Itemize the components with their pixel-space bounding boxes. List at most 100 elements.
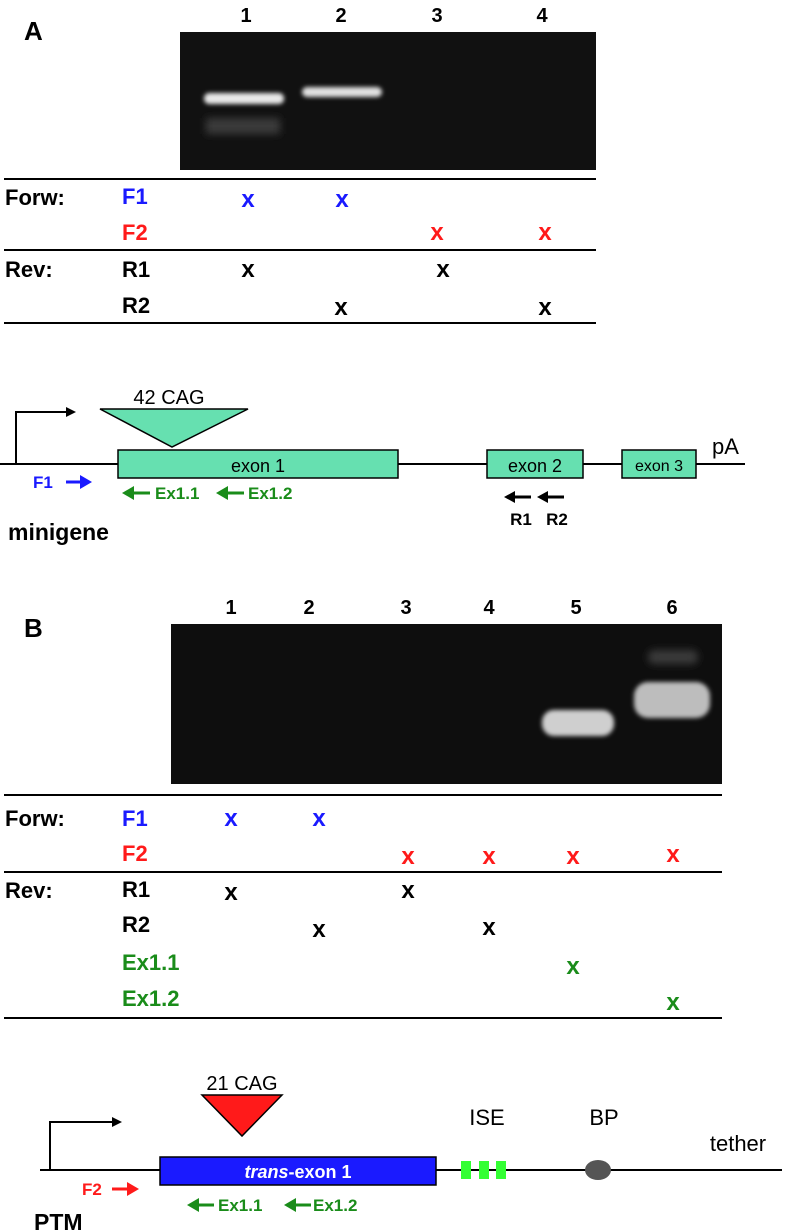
ise-block-3: [496, 1161, 506, 1179]
exon-1-box: [117, 449, 399, 479]
table-b-mark-f2-lane4: x: [482, 843, 496, 870]
gel-band-lane-1: [204, 93, 284, 104]
minigene-ex11-label: Ex1.1: [155, 484, 199, 503]
gel-image-a: [180, 32, 596, 170]
table-a-primer-f2: F2: [122, 220, 148, 245]
minigene-r1-label: R1: [510, 510, 532, 529]
lane-b-number-3: 3: [400, 597, 411, 619]
tether-label: tether: [710, 1131, 766, 1156]
cag-repeat-triangle: [99, 408, 249, 448]
trans-exon-1-box: [159, 1156, 437, 1186]
table-b-mark-ex11-lane5: x: [566, 953, 580, 980]
ise-label: ISE: [469, 1105, 504, 1130]
gel-smear-lane-1: [206, 118, 280, 134]
table-a-rev-label: Rev:: [5, 257, 53, 282]
ptm-cag-triangle: [200, 1094, 284, 1138]
promoter-arrow-icon: [15, 411, 68, 464]
table-b-mark-f1-lane1: x: [224, 805, 238, 832]
table-a-mark-f2-lane3: x: [430, 219, 444, 246]
ptm-f2-label: F2: [82, 1180, 102, 1199]
table-a-mark-f1-lane2: x: [335, 186, 349, 213]
table-b-mark-f2-lane5: x: [566, 843, 580, 870]
ptm-cag-label: 21 CAG: [206, 1073, 277, 1095]
lane-number-4: 4: [536, 5, 548, 27]
table-b-mark-r2-lane4: x: [482, 914, 496, 941]
table-a-mark-f1-lane1: x: [241, 186, 255, 213]
ex11-left-arrow-icon: [122, 486, 150, 500]
minigene-cag-label: 42 CAG: [133, 387, 204, 409]
table-a-mark-r2-lane4: x: [538, 294, 552, 321]
table-a-primer-r2: R2: [122, 293, 150, 318]
table-b-primer-f1: F1: [122, 806, 148, 831]
table-b-primer-r2: R2: [122, 912, 150, 937]
ptm-promoter-arrow-icon: [49, 1121, 114, 1170]
minigene-diagram: 42 CAG exon 1 exon 2 exon 3 pA F1 Ex1.1 …: [0, 387, 745, 545]
table-b-forw-label: Forw:: [5, 806, 65, 831]
table-b-mark-ex12-lane6: x: [666, 989, 680, 1016]
lane-b-number-6: 6: [666, 597, 677, 619]
table-b-mark-f1-lane2: x: [312, 805, 326, 832]
table-a-mark-f2-lane4: x: [538, 219, 552, 246]
ptm-ex11-label: Ex1.1: [218, 1196, 262, 1215]
table-b-mark-r2-lane2: x: [312, 916, 326, 943]
polya-label: pA: [712, 434, 739, 459]
table-b-mark-f2-lane3: x: [401, 843, 415, 870]
table-b-mark-r1-lane3: x: [401, 877, 415, 904]
lane-b-number-5: 5: [570, 597, 581, 619]
trans-exon-1-label-rest: -exon 1: [288, 1162, 351, 1182]
promoter-arrowhead-icon: [66, 407, 76, 417]
table-a-forw-label: Forw:: [5, 185, 65, 210]
trans-exon-1-label: trans-exon 1: [244, 1162, 351, 1182]
lane-b-number-4: 4: [483, 597, 495, 619]
table-b-mark-r1-lane1: x: [224, 879, 238, 906]
exon-2-box: [486, 449, 584, 479]
table-b-rev-label: Rev:: [5, 878, 53, 903]
exon-3-box: [621, 449, 697, 479]
exon-3-label: exon 3: [635, 458, 683, 475]
ptm-ex11-left-arrow-icon: [187, 1198, 214, 1212]
table-b-primer-ex11: Ex1.1: [122, 950, 180, 975]
ptm-ex12-left-arrow-icon: [284, 1198, 311, 1212]
trans-exon-1-label-italic: trans: [244, 1162, 288, 1182]
ex12-left-arrow-icon: [216, 486, 244, 500]
lane-b-number-1: 1: [225, 597, 236, 619]
minigene-label: minigene: [8, 519, 109, 545]
exon-2-label: exon 2: [508, 456, 562, 476]
ptm-promoter-arrowhead-icon: [112, 1117, 122, 1127]
exon-1-label: exon 1: [231, 456, 285, 476]
minigene-f1-label: F1: [33, 473, 53, 492]
table-a-primer-f1: F1: [122, 184, 148, 209]
panel-a: A 1 2 3 4 Forw: Rev: F1 x x F2 x x: [4, 5, 596, 324]
gel-band-b-lane-6: [634, 682, 710, 718]
r1-left-arrow-icon: [504, 491, 531, 503]
bp-label: BP: [589, 1105, 618, 1130]
lane-b-number-2: 2: [303, 597, 314, 619]
ise-elements: [461, 1161, 506, 1179]
panel-b-lane-numbers: 1 2 3 4 5 6: [225, 597, 677, 619]
gel-background-b: [171, 624, 722, 784]
gel-band-lane-2: [302, 87, 382, 97]
panel-a-label: A: [24, 16, 43, 46]
gel-band-b-lane-5: [542, 710, 614, 736]
lane-number-3: 3: [431, 5, 442, 27]
table-a-mark-r2-lane2: x: [334, 294, 348, 321]
table-b-primer-f2: F2: [122, 841, 148, 866]
ptm-diagram: 21 CAG trans-exon 1 ISE BP tether F2 Ex1…: [34, 1073, 782, 1232]
table-b-primer-r1: R1: [122, 877, 150, 902]
gel-smear-b-lane-6: [648, 650, 698, 664]
table-a-mark-r1-lane1: x: [241, 256, 255, 283]
minigene-ex12-label: Ex1.2: [248, 484, 292, 503]
minigene-r2-label: R2: [546, 510, 568, 529]
f1-right-arrow-icon: [66, 475, 92, 489]
panel-b: B 1 2 3 4 5 6 Forw: Rev: F1 x x F2: [4, 597, 722, 1019]
gel-image-b: [171, 624, 722, 784]
ptm-ex12-label: Ex1.2: [313, 1196, 357, 1215]
ise-block-1: [461, 1161, 471, 1179]
lane-number-1: 1: [240, 5, 251, 27]
lane-number-2: 2: [335, 5, 346, 27]
panel-a-lane-numbers: 1 2 3 4: [240, 5, 548, 27]
table-b-primer-ex12: Ex1.2: [122, 986, 180, 1011]
table-b-mark-f2-lane6: x: [666, 841, 680, 868]
panel-b-label: B: [24, 613, 43, 643]
